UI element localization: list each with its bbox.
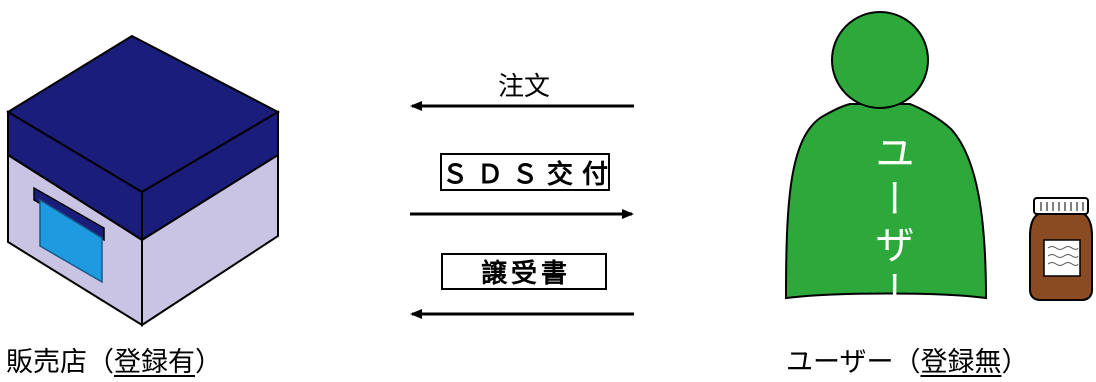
- user-caption-unregistered: 登録無: [920, 347, 1002, 378]
- user-caption: ユーザー（登録無）: [786, 340, 1028, 379]
- shop-caption-registered: 登録有: [114, 347, 195, 378]
- user-caption-prefix: ユーザー（: [786, 347, 921, 378]
- person-figure-label: ユーザー: [868, 132, 914, 316]
- chemical-bottle-icon: [1029, 197, 1093, 301]
- transfer-doc-label-box: 譲受書: [441, 253, 607, 290]
- shop-caption-suffix: ）: [195, 347, 222, 378]
- shop-caption: 販売店（登録有）: [6, 340, 222, 379]
- shop-caption-prefix: 販売店（: [6, 347, 114, 378]
- order-label: 注文: [498, 72, 551, 102]
- sds-label-box: ＳＤＳ交付: [440, 153, 610, 191]
- user-caption-suffix: ）: [1001, 347, 1029, 378]
- person-icon: [784, 11, 988, 300]
- store-building-icon: [6, 34, 281, 327]
